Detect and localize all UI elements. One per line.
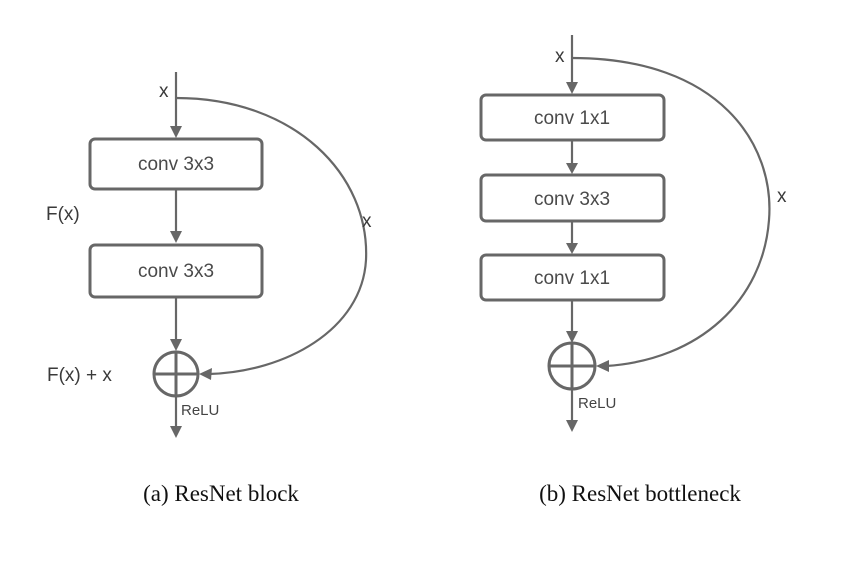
block-a-input-label: x — [159, 81, 169, 102]
block-a-sum-icon — [152, 350, 200, 398]
block-b-conv-1-label: conv 1x1 — [534, 108, 610, 129]
block-a-caption: (a) ResNet block — [143, 481, 299, 506]
block-b-skip-arrowhead — [596, 360, 609, 372]
block-b-arrowhead-1 — [566, 82, 578, 94]
block-a-conv-2-label: conv 3x3 — [138, 261, 214, 282]
block-b-skip-connection — [571, 56, 771, 368]
block-b-arrowhead-3 — [566, 243, 578, 254]
block-a-arrowhead-3 — [170, 339, 182, 351]
block-a-arrowhead-1 — [170, 126, 182, 138]
block-a-conv-1 — [88, 137, 264, 191]
block-a-skip-label: x — [362, 211, 372, 232]
block-b-arrowhead-2 — [566, 163, 578, 174]
block-a-residual-label: F(x) — [46, 204, 80, 225]
block-a-sum-label: F(x) + x — [47, 365, 112, 386]
block-b-conv-2 — [479, 173, 666, 223]
block-b-caption: (b) ResNet bottleneck — [539, 481, 741, 506]
block-a-skip-arrowhead — [199, 368, 212, 380]
block-b-conv-3-label: conv 1x1 — [534, 268, 610, 289]
block-a-activation-label: ReLU — [181, 402, 219, 419]
block-b-conv-1 — [479, 93, 666, 142]
block-b-activation-label: ReLU — [578, 395, 616, 412]
block-b-arrowhead-out — [566, 420, 578, 432]
block-a-skip-connection — [175, 96, 368, 376]
block-b-skip-label: x — [777, 186, 787, 207]
block-b-conv-3 — [479, 253, 666, 302]
block-a-conv-2 — [88, 243, 264, 299]
block-a-conv-1-label: conv 3x3 — [138, 154, 214, 175]
block-b-arrowhead-4 — [566, 331, 578, 343]
block-b-input-label: x — [555, 46, 565, 67]
block-b-conv-2-label: conv 3x3 — [534, 189, 610, 210]
block-a-arrowhead-out — [170, 426, 182, 438]
resnet-block-diagram: conv 3x3 conv 3x3 x F(x) x F(x) + x ReLU… — [46, 72, 372, 506]
resnet-bottleneck-diagram: conv 1x1 conv 3x3 conv 1x1 x x ReLU — [479, 35, 787, 506]
block-a-arrowhead-2 — [170, 231, 182, 243]
block-b-sum-icon — [547, 341, 597, 391]
